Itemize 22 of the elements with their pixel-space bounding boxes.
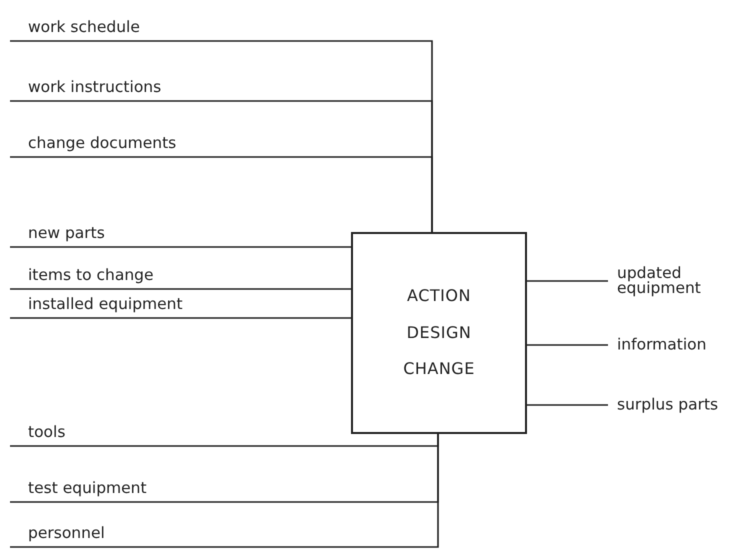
mechanism-label: tools [10,419,66,445]
connector-line [10,434,439,548]
output-label: surplus parts [608,398,738,412]
connector-line [527,344,608,346]
control-label: work instructions [10,74,162,100]
connector-line [10,288,351,290]
input-label: installed equipment [10,291,183,317]
connector-line [10,317,351,319]
input-label: new parts [10,220,105,246]
control-label: work schedule [10,14,140,40]
connector-line [10,156,433,232]
control-label: change documents [10,130,176,156]
connector-line [527,404,608,406]
process-title: ACTION DESIGN CHANGE [402,284,476,380]
mechanism-label: personnel [10,520,105,546]
connector-line [10,246,351,248]
input-label: items to change [10,262,154,288]
process-box [351,232,527,434]
output-label: information [608,338,738,352]
output-label: updated equipment [608,266,738,296]
mechanism-label: test equipment [10,475,147,501]
connector-line [527,280,608,282]
